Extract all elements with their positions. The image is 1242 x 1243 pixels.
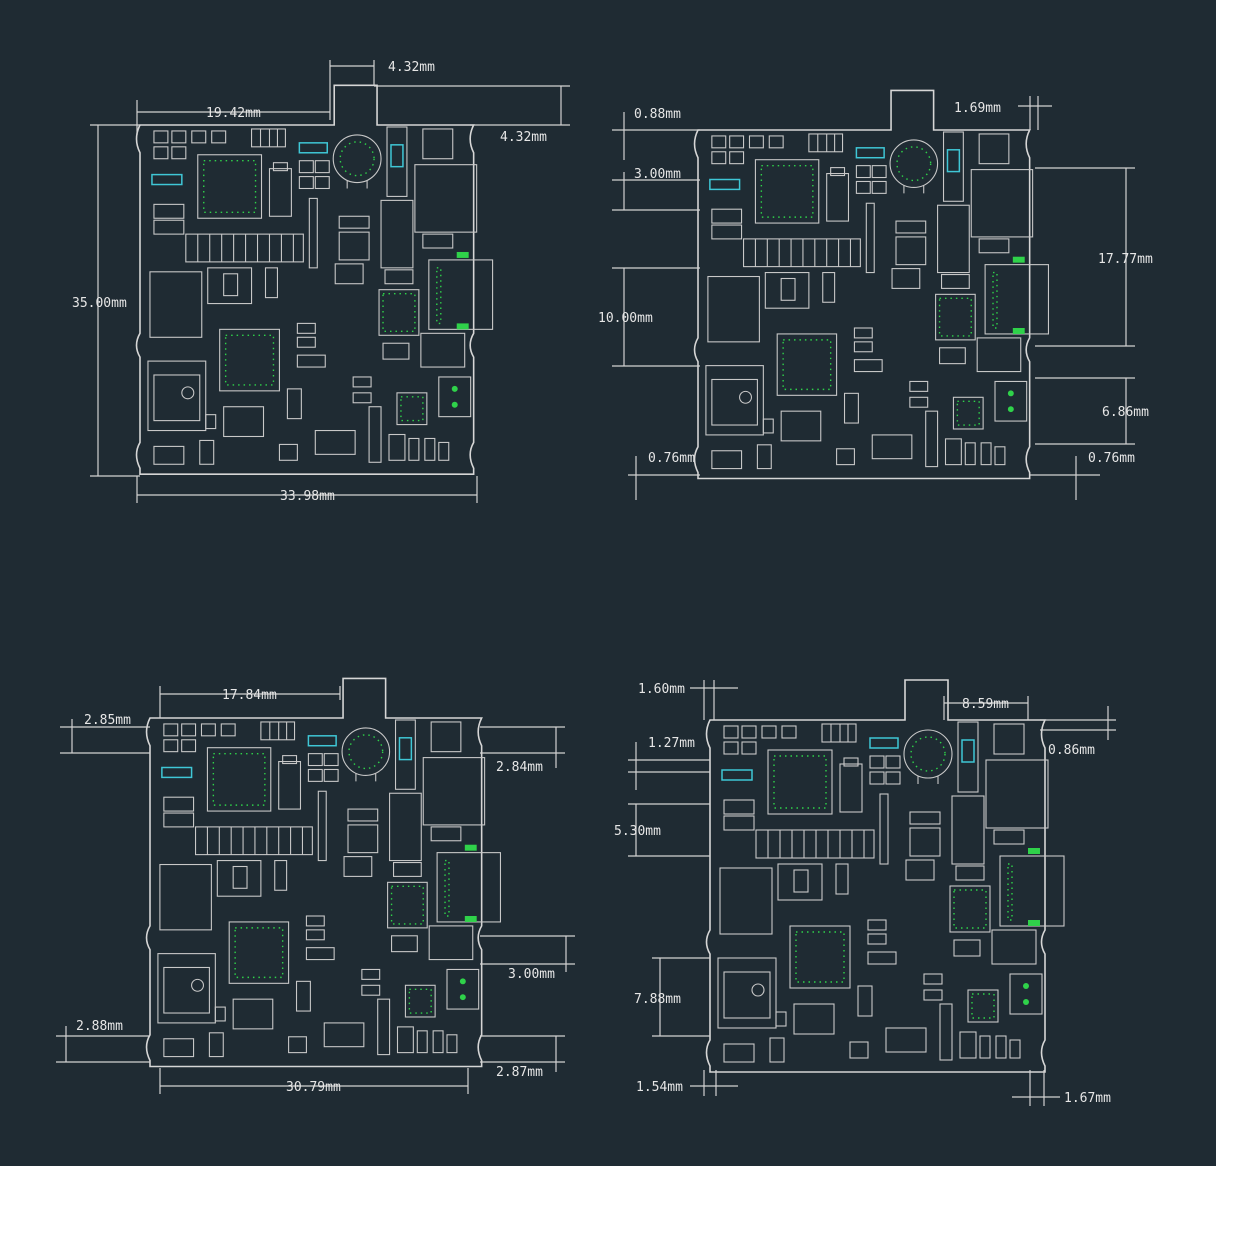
dim-right-lower: 6.86mm <box>1102 405 1149 420</box>
dim-bottom-right: 1.67mm <box>1064 1091 1111 1106</box>
board-view-top-right: 0.88mm 1.69mm 3.00mm 17.77mm 10.00mm 6.8… <box>598 89 1153 500</box>
dim-right-bottom: 2.87mm <box>496 1065 543 1080</box>
board-view-top-left: 19.42mm 4.32mm 4.32mm 35.00mm 33.98mm <box>72 60 570 504</box>
dim-width: 33.98mm <box>280 489 335 504</box>
dim-top-corner: 0.88mm <box>634 107 681 122</box>
board-view-bottom-left: 17.84mm 2.85mm 2.84mm 3.00mm 2.88mm 2.87… <box>56 677 575 1095</box>
dim-bottom-left: 0.76mm <box>648 451 695 466</box>
dim-top-right: 8.59mm <box>962 697 1009 712</box>
dim-left-middle: 10.00mm <box>598 311 653 326</box>
dim-right-top: 2.84mm <box>496 760 543 775</box>
dim-top-left: 1.60mm <box>638 682 685 697</box>
cad-drawing: 19.42mm 4.32mm 4.32mm 35.00mm 33.98mm <box>56 60 1153 1106</box>
dim-left-middle: 5.30mm <box>614 824 661 839</box>
dim-width: 30.79mm <box>286 1080 341 1095</box>
dim-tab-height: 4.32mm <box>500 130 547 145</box>
dim-left-lower: 7.88mm <box>634 992 681 1007</box>
dim-top-width: 17.84mm <box>222 688 277 703</box>
dim-bottom-left: 1.54mm <box>636 1080 683 1095</box>
dim-top-width: 19.42mm <box>206 106 261 121</box>
dim-tab-gap: 1.69mm <box>954 101 1001 116</box>
dim-left-upper: 3.00mm <box>634 167 681 182</box>
dim-left-bottom: 2.88mm <box>76 1019 123 1034</box>
dim-tab-width: 4.32mm <box>388 60 435 75</box>
dim-right-top: 0.86mm <box>1048 743 1095 758</box>
drawing-canvas: 19.42mm 4.32mm 4.32mm 35.00mm 33.98mm <box>0 0 1216 1166</box>
dim-right-middle: 3.00mm <box>508 967 555 982</box>
dim-left-upper: 1.27mm <box>648 736 695 751</box>
board-view-bottom-right: 1.60mm 8.59mm 0.86mm 1.27mm 5.30mm 7.88m… <box>614 679 1116 1106</box>
dim-height: 35.00mm <box>72 296 127 311</box>
dim-left-top: 2.85mm <box>84 713 131 728</box>
dim-right-tall: 17.77mm <box>1098 252 1153 267</box>
dim-bottom-right: 0.76mm <box>1088 451 1135 466</box>
